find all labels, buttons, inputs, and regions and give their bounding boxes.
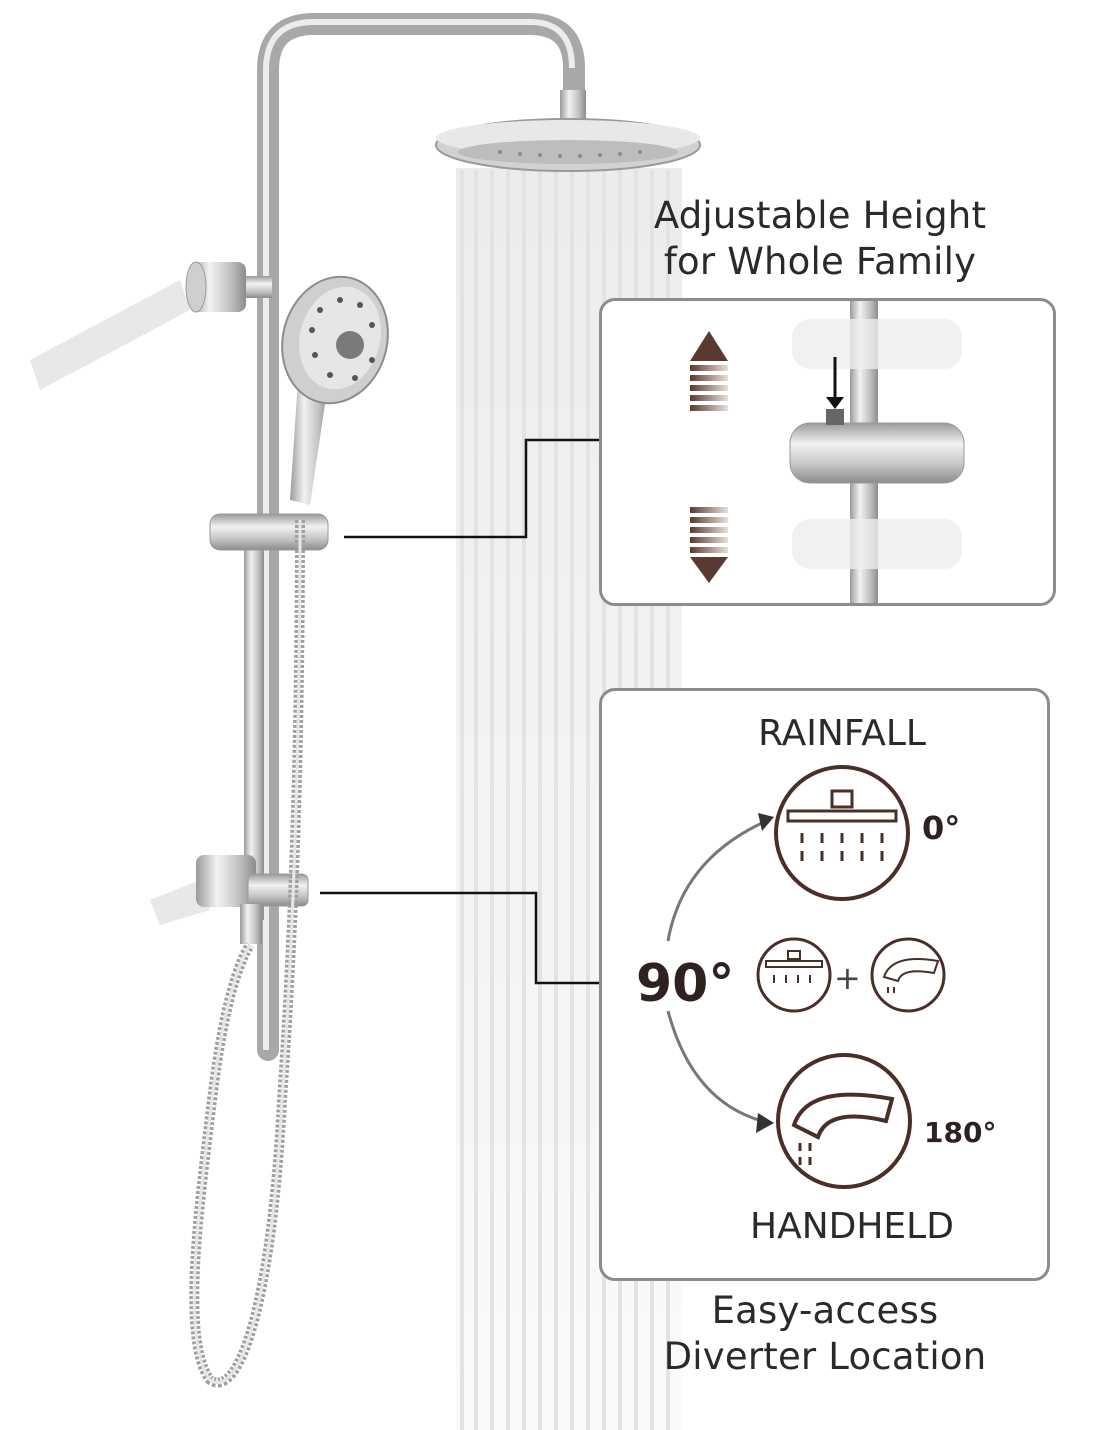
diverter-mode-diagram	[666, 765, 946, 1189]
up-arrow-icon	[690, 331, 728, 411]
slider-bracket-detail	[789, 422, 965, 484]
plus-sign: +	[834, 959, 861, 997]
rainfall-label: RAINFALL	[758, 713, 926, 754]
caption-line: Diverter Location	[663, 1335, 987, 1378]
caption-line: Easy-access	[711, 1289, 939, 1332]
caption-line: for Whole Family	[663, 240, 977, 283]
diverter-caption: Easy-access Diverter Location	[620, 1288, 1030, 1380]
diverter-knob	[247, 873, 309, 907]
rainfall-head-icon	[774, 765, 910, 901]
leader-line-height	[344, 438, 599, 539]
rainfall-angle: 0°	[922, 809, 961, 847]
leader-line-diverter	[320, 891, 599, 985]
handheld-spout-icon	[776, 1053, 912, 1189]
diverter-mount	[196, 855, 256, 907]
adjustable-height-caption: Adjustable Height for Whole Family	[600, 193, 1040, 285]
handheld-angle: 180°	[924, 1116, 997, 1149]
caption-line: Adjustable Height	[653, 194, 987, 237]
both-angle: 90°	[636, 954, 735, 1014]
rainfall-head-icon	[756, 937, 832, 1013]
handheld-label: HANDHELD	[750, 1206, 954, 1247]
slider-detail-illustration	[690, 301, 965, 603]
adjustable-height-panel	[599, 298, 1056, 606]
diverter-panel: RAINFALL	[599, 688, 1050, 1281]
handheld-shower-head	[281, 275, 389, 505]
handheld-spout-icon	[870, 937, 946, 1013]
slide-bar	[244, 520, 264, 920]
slider-bracket	[209, 513, 329, 551]
down-arrow-icon	[690, 507, 728, 583]
